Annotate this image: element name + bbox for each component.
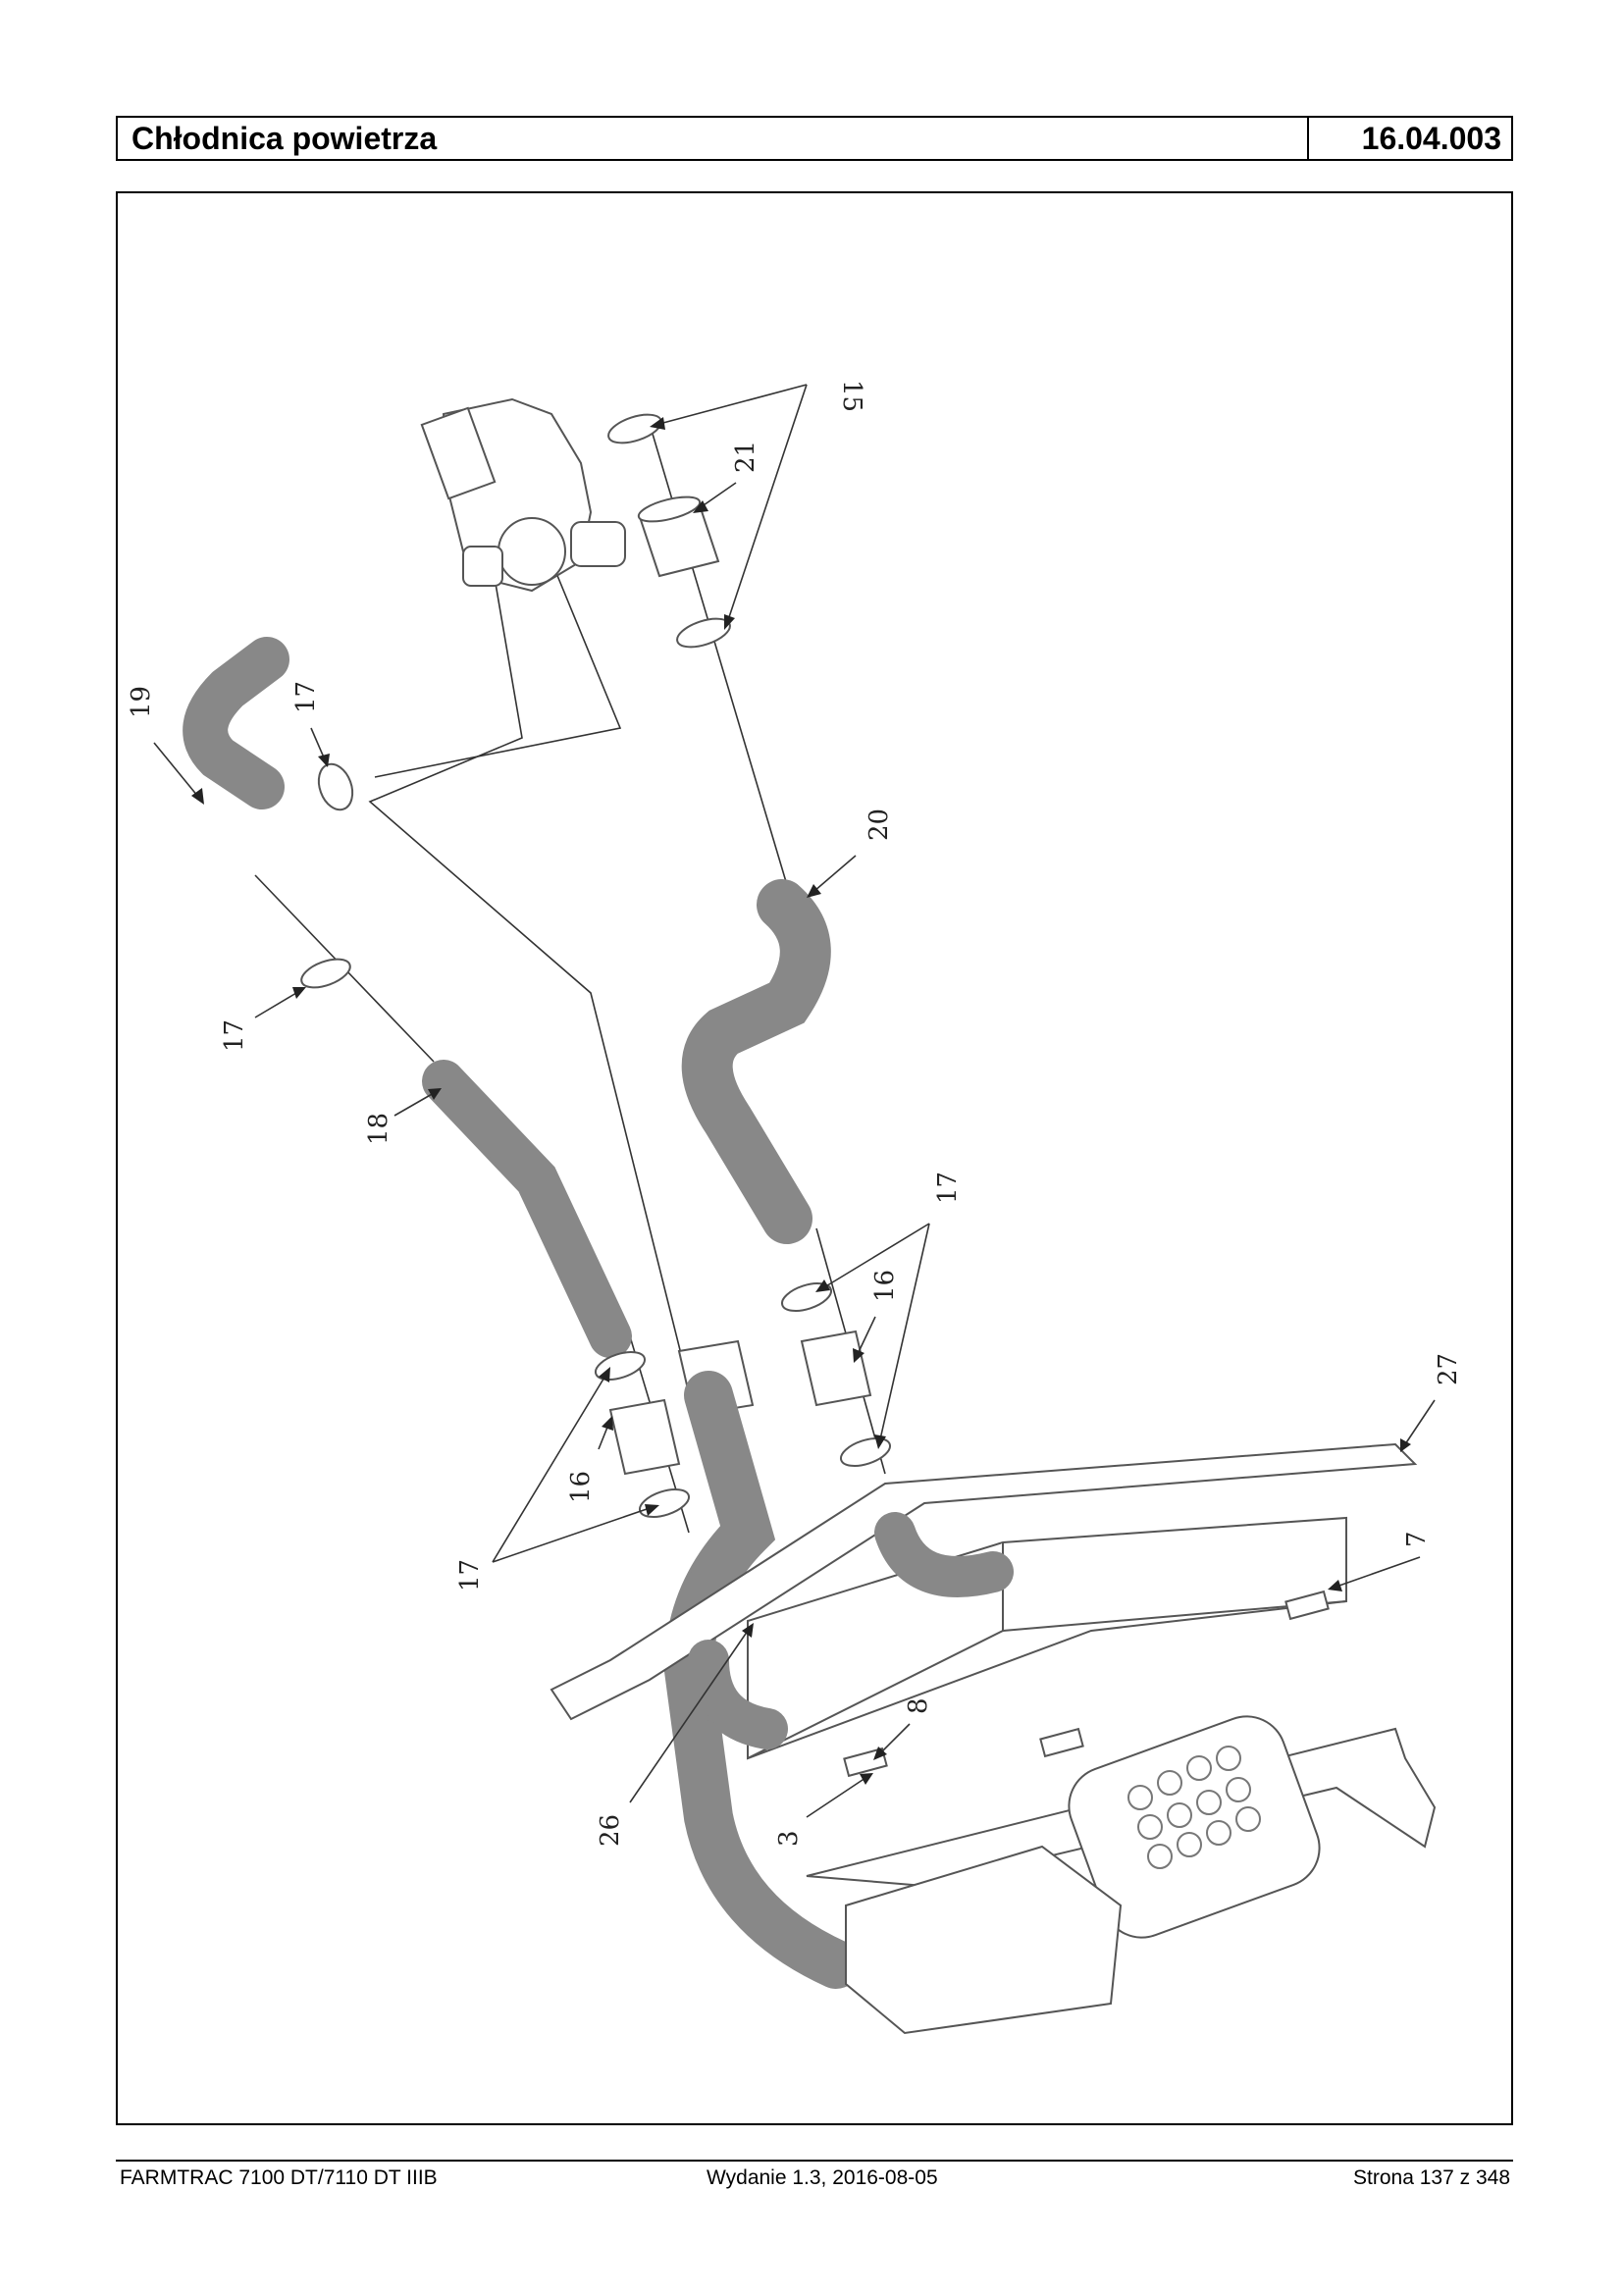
engine-block xyxy=(845,1845,1123,2035)
exploded-parts-diagram: 15 21 19 17 17 20 18 17 16 27 16 17 7 8 … xyxy=(127,380,1463,2035)
turbocharger xyxy=(420,397,626,593)
fan-frame xyxy=(806,1715,1437,1939)
ref-17-bottom: 17 xyxy=(455,1559,485,1591)
bracket-8 xyxy=(1039,1727,1084,1758)
clamp-15-bottom xyxy=(676,617,731,649)
footer-edition: Wydanie 1.3, 2016-08-05 xyxy=(707,2166,938,2189)
ref-19: 19 xyxy=(127,686,156,718)
ref-18: 18 xyxy=(364,1113,393,1145)
cooler-inlet xyxy=(874,1512,1014,1597)
ref-17-mid: 17 xyxy=(220,1019,249,1052)
cooler-outlet xyxy=(688,1640,788,1749)
bracket-7 xyxy=(1284,1590,1330,1621)
pipe-19 xyxy=(183,637,289,809)
footer-divider xyxy=(116,2160,1513,2162)
ref-17-top: 17 xyxy=(291,681,321,713)
pipe-20 xyxy=(681,879,831,1244)
ref-15: 15 xyxy=(837,380,866,412)
hose-16-right xyxy=(800,1330,872,1407)
ref-16-left: 16 xyxy=(566,1471,596,1503)
page-header: Chłodnica powietrza 16.04.003 xyxy=(116,116,1513,161)
ref-17-right: 17 xyxy=(933,1172,963,1204)
ref-26: 26 xyxy=(596,1814,625,1847)
leader-lines xyxy=(153,384,1436,1818)
footer-page-number: Strona 137 z 348 xyxy=(1353,2166,1510,2189)
section-code: 16.04.003 xyxy=(1361,121,1501,156)
ref-8: 8 xyxy=(904,1697,933,1714)
hose-16-left xyxy=(608,1398,681,1476)
ref-7: 7 xyxy=(1402,1531,1432,1547)
ref-16-right: 16 xyxy=(870,1270,900,1302)
pipe-18 xyxy=(422,1060,632,1358)
clamp-17-upper xyxy=(317,762,354,811)
clamp-17-left xyxy=(300,958,351,989)
cooler-plate-27 xyxy=(550,1442,1418,1721)
page-title: Chłodnica powietrza xyxy=(118,118,1309,159)
reference-numbers: 15 21 19 17 17 20 18 17 16 27 16 17 7 8 … xyxy=(127,380,1463,1847)
pipe-lower xyxy=(663,1371,861,1989)
ref-3: 3 xyxy=(774,1830,804,1847)
ref-27: 27 xyxy=(1434,1353,1463,1385)
footer-model: FARMTRAC 7100 DT/7110 DT IIIB xyxy=(120,2166,438,2189)
diagram-frame: 15 21 19 17 17 20 18 17 16 27 16 17 7 8 … xyxy=(116,191,1513,2125)
clamp-17-right-lower xyxy=(839,1437,892,1467)
hose-21 xyxy=(637,496,720,578)
ref-20: 20 xyxy=(864,808,894,841)
ref-21: 21 xyxy=(731,441,760,473)
